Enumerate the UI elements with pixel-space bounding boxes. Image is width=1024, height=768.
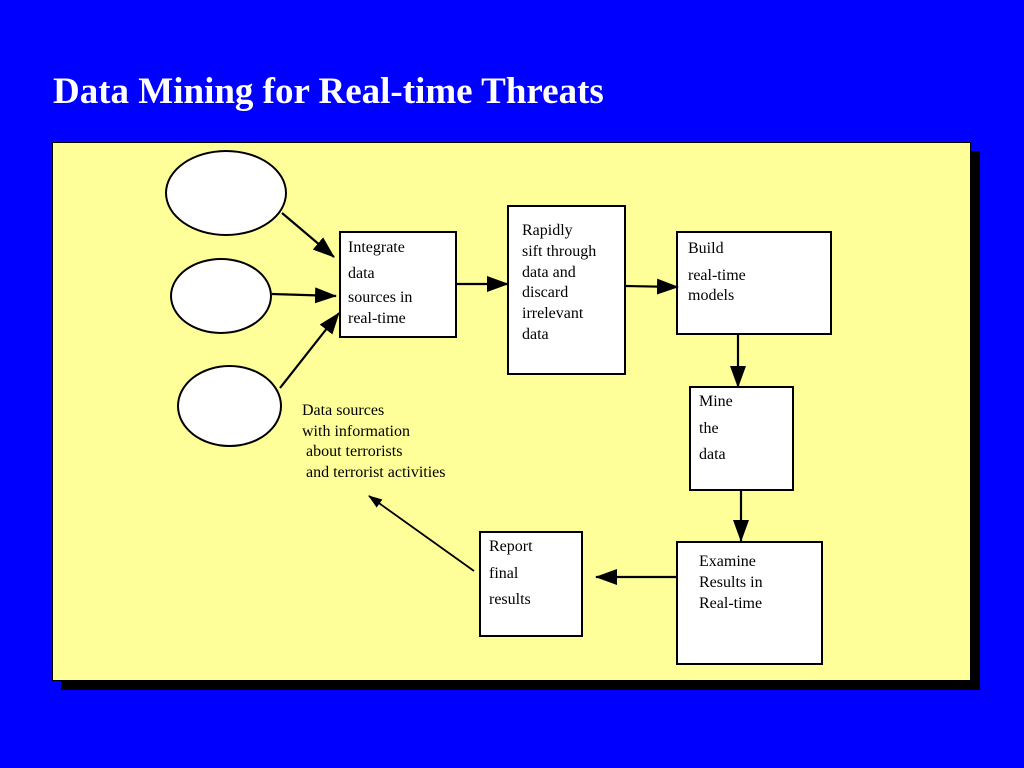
integrate-line-2: data	[348, 264, 375, 282]
integrate-line-4: real-time	[348, 309, 406, 327]
sift-line-1: Rapidly	[522, 222, 573, 239]
examine-line-2: Results in	[699, 574, 763, 591]
data-source-oval-2	[170, 258, 272, 334]
mine-line-1: Mine	[699, 393, 733, 410]
arrow-sift-to-build	[625, 278, 679, 295]
slide-title: Data Mining for Real-time Threats	[53, 71, 604, 112]
report-line-3: results	[489, 591, 531, 608]
mine-line-2: the	[699, 419, 719, 437]
sift-line-5: irrelevant	[522, 305, 584, 323]
sift-line-4: discard	[522, 284, 569, 302]
arrow-source3-to-integrate	[279, 312, 340, 389]
caption-line-1: Data sources	[302, 402, 385, 419]
mine-line-3: data	[699, 446, 726, 463]
report-results-box: Report final results	[479, 531, 583, 637]
build-line-2: real-time	[688, 266, 746, 284]
arrow-source2-to-integrate	[271, 287, 337, 304]
arrow-report-to-caption	[368, 495, 475, 572]
report-line-1: Report	[489, 538, 533, 555]
caption-line-3: about terrorists	[302, 443, 403, 460]
integrate-data-box: Integrate data sources in real-time	[339, 231, 457, 338]
sift-data-box: Rapidly sift through data and discard ir…	[507, 205, 626, 375]
report-line-2: final	[489, 564, 519, 582]
build-models-box: Build real-time models	[676, 231, 832, 335]
examine-line-3: Real-time	[699, 595, 763, 612]
sift-line-6: data	[522, 325, 549, 343]
data-source-oval-3	[177, 365, 282, 447]
integrate-line-1: Integrate	[348, 239, 405, 256]
examine-line-1: Examine	[699, 553, 756, 570]
sift-line-3: data and	[522, 263, 576, 281]
caption-line-2: with information	[302, 422, 410, 440]
sift-line-2: sift through	[522, 242, 597, 260]
examine-results-box: Examine Results in Real-time	[676, 541, 823, 665]
caption-line-4: and terrorist activities	[302, 463, 446, 481]
arrow-source1-to-integrate	[281, 212, 335, 258]
build-line-3: models	[688, 287, 735, 304]
data-sources-caption: Data sources with information about terr…	[302, 401, 446, 483]
integrate-line-3: sources in	[348, 289, 413, 306]
data-source-oval-1	[165, 150, 287, 236]
build-line-1: Build	[688, 240, 724, 257]
